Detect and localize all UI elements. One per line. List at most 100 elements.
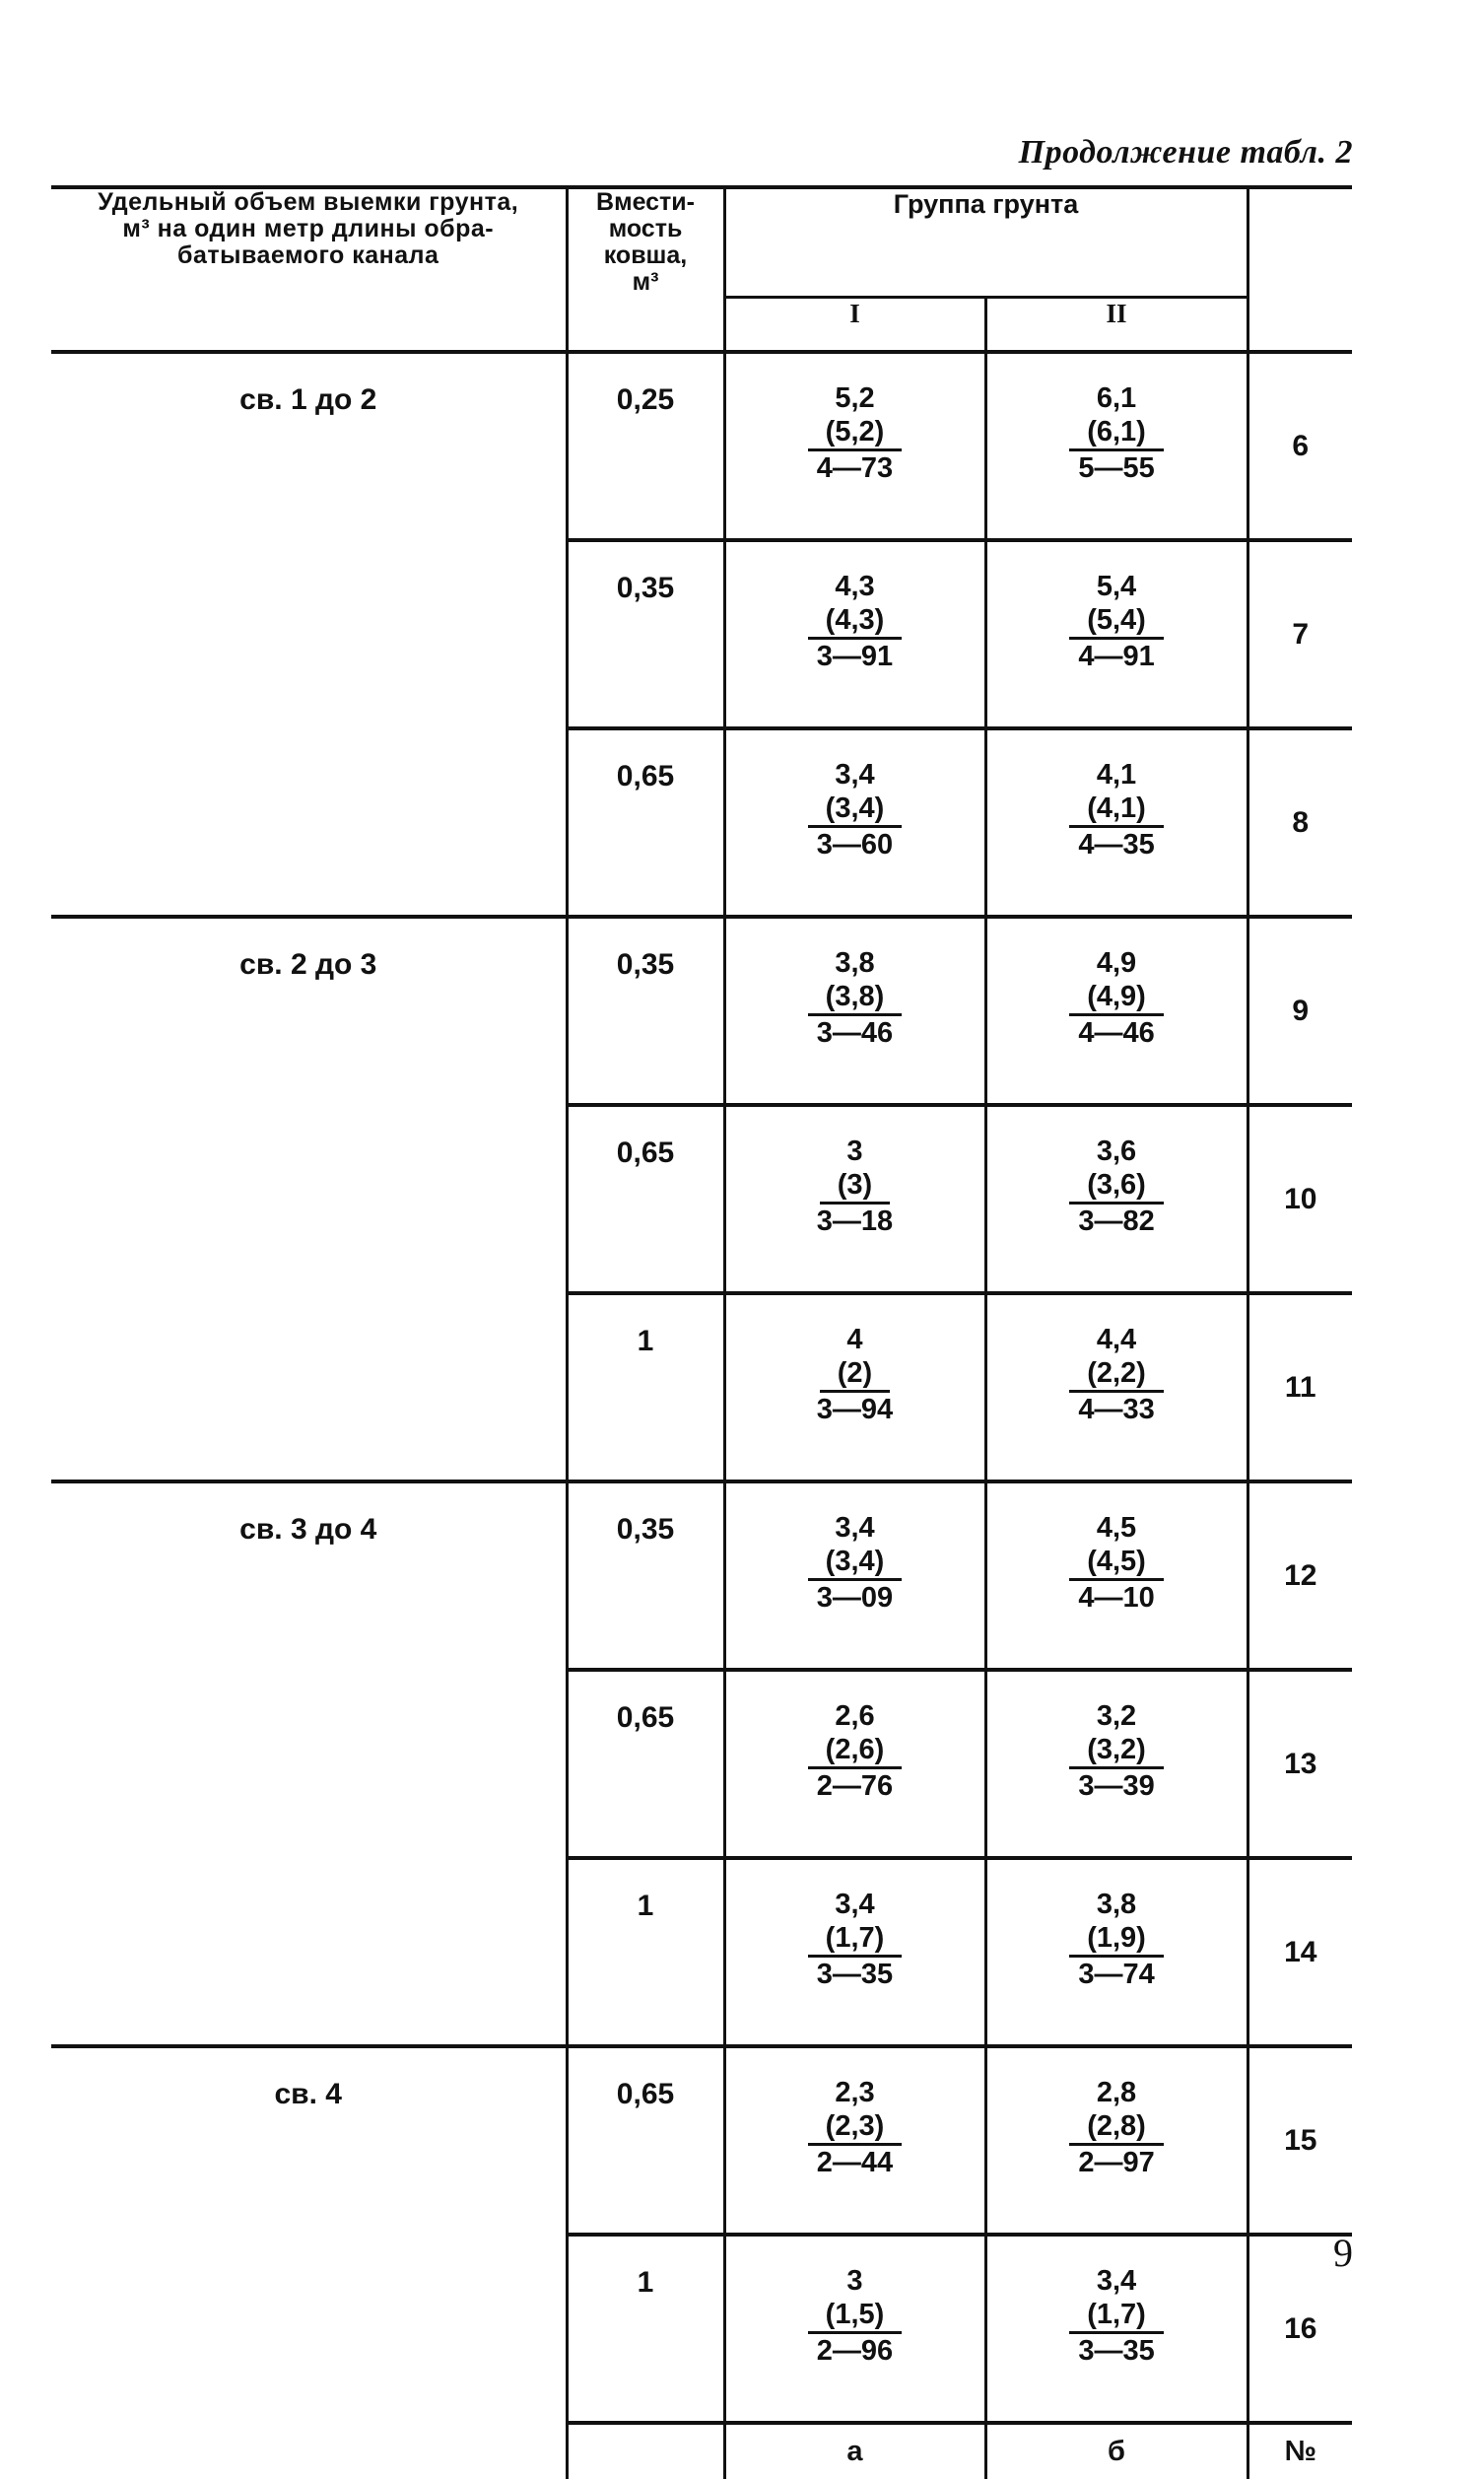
row-volume-range [51,1858,567,2046]
row-volume-range: св. 3 до 4 [51,1480,567,1670]
row-number: 6 [1248,350,1353,540]
norm-time-value: 4,5 [1096,1512,1137,1544]
norm-parenthesized-value: (2,3) [807,2109,903,2146]
norm-time-value: 4,1 [1096,759,1137,791]
norm-rate-value: 3—09 [816,1582,894,1614]
norm-time-value: 3,8 [1096,1889,1137,1920]
row-bucket-capacity: 0,65 [565,726,724,917]
norm-rate-value: 3—46 [816,1017,894,1049]
norm-time-value: 3 [846,1136,863,1167]
row-number: 11 [1248,1291,1353,1481]
norm-rate-value: 5—55 [1078,452,1155,484]
row-number: 16 [1248,2233,1353,2423]
row-bucket-capacity: 1 [565,1856,724,2046]
norm-rate-value: 3—39 [1078,1770,1155,1802]
row-bucket-capacity: 0,65 [565,1103,724,1293]
norm-parenthesized-value: (5,2) [807,415,903,451]
row-number: 10 [1248,1103,1353,1293]
row-norm-group-2: 3,8(1,9)3—74 [983,1856,1249,2046]
norm-time-value: 2,6 [835,1700,875,1732]
row-number: 15 [1248,2044,1353,2235]
row-bucket-capacity: 0,35 [565,538,724,728]
norm-rate-value: 3—60 [816,829,894,861]
row-number: 13 [1248,1668,1353,1858]
row-norm-group-2: 4,1(4,1)4—35 [983,726,1249,917]
row-number: 12 [1248,1480,1353,1670]
row-number: 8 [1248,726,1353,917]
row-norm-group-2: 4,4(2,2)4—33 [983,1291,1249,1481]
norm-parenthesized-value: (4,5) [1069,1545,1164,1581]
row-norm-group-1: 3,4(3,4)3—09 [722,1480,985,1670]
norm-rate-value: 3—91 [816,641,894,672]
norm-time-value: 3,4 [835,759,875,791]
norm-time-value: 2,3 [835,2077,875,2108]
norm-time-value: 4,9 [1096,947,1137,979]
norm-rate-value: 4—91 [1078,641,1155,672]
norm-parenthesized-value: (3,6) [1069,1168,1164,1205]
row-norm-group-2: 4,9(4,9)4—46 [983,915,1249,1105]
norm-parenthesized-value: (3) [819,1168,891,1205]
norm-parenthesized-value: (3,4) [807,792,903,828]
row-norm-group-1: 3,8(3,8)3—46 [722,915,985,1105]
row-norm-group-1: 2,3(2,3)2—44 [722,2044,985,2235]
norm-rate-value: 3—74 [1078,1959,1155,1990]
norm-parenthesized-value: (1,5) [807,2298,903,2334]
row-norm-group-1: 3,4(1,7)3—35 [722,1856,985,2046]
row-norm-group-2: 6,1(6,1)5—55 [983,350,1249,540]
row-norm-group-1: 3(3)3—18 [722,1103,985,1293]
norm-rate-value: 4—46 [1078,1017,1155,1049]
norms-table: Удельный объем выемки грунта, м³ на один… [51,185,1353,2479]
norm-rate-value: 2—44 [816,2147,894,2178]
norm-rate-value: 3—94 [816,1394,894,1425]
row-norm-group-1: 3(1,5)2—96 [722,2233,985,2423]
norm-parenthesized-value: (3,4) [807,1545,903,1581]
header-excavation-volume: Удельный объем выемки грунта, м³ на один… [51,185,567,354]
row-norm-group-2: 3,6(3,6)3—82 [983,1103,1249,1293]
norm-rate-value: 2—96 [816,2335,894,2367]
norm-time-value: 6,1 [1096,382,1137,414]
norm-parenthesized-value: (2,6) [807,1733,903,1769]
row-volume-range [51,1670,567,1858]
row-bucket-capacity: 1 [565,2233,724,2423]
norm-parenthesized-value: (3,8) [807,980,903,1016]
norm-time-value: 5,2 [835,382,875,414]
row-norm-group-2: 2,8(2,8)2—97 [983,2044,1249,2235]
row-bucket-capacity: 0,65 [565,1668,724,1858]
row-norm-group-1: 5,2(5,2)4—73 [722,350,985,540]
row-volume-range [51,1105,567,1293]
norm-rate-value: 4—35 [1078,829,1155,861]
row-volume-range [51,540,567,728]
row-norm-group-1: 4(2)3—94 [722,1291,985,1481]
header-row-number [1248,185,1353,354]
norm-time-value: 2,8 [1096,2077,1137,2108]
row-volume-range: св. 4 [51,2044,567,2235]
row-norm-group-2: 3,2(3,2)3—39 [983,1668,1249,1858]
norm-rate-value: 2—76 [816,1770,894,1802]
row-number: 9 [1248,915,1353,1105]
norm-parenthesized-value: (2,2) [1069,1356,1164,1393]
norm-rate-value: 2—97 [1078,2147,1155,2178]
norm-parenthesized-value: (2) [819,1356,891,1393]
row-bucket-capacity: 1 [565,1291,724,1481]
row-number: 14 [1248,1856,1353,2046]
row-volume-range [51,728,567,917]
norm-time-value: 4 [846,1324,863,1355]
row-norm-group-1: 4,3(4,3)3—91 [722,538,985,728]
table-continuation-caption: Продолжение табл. 2 [1018,134,1353,171]
norm-rate-value: 3—18 [816,1205,894,1237]
norm-rate-value: 3—35 [816,1959,894,1990]
row-number: 7 [1248,538,1353,728]
norm-time-value: 4,3 [835,571,875,602]
norm-parenthesized-value: (4,1) [1069,792,1164,828]
norm-rate-value: 3—35 [1078,2335,1155,2367]
row-volume-range: св. 2 до 3 [51,915,567,1105]
row-bucket-capacity: 0,35 [565,915,724,1105]
